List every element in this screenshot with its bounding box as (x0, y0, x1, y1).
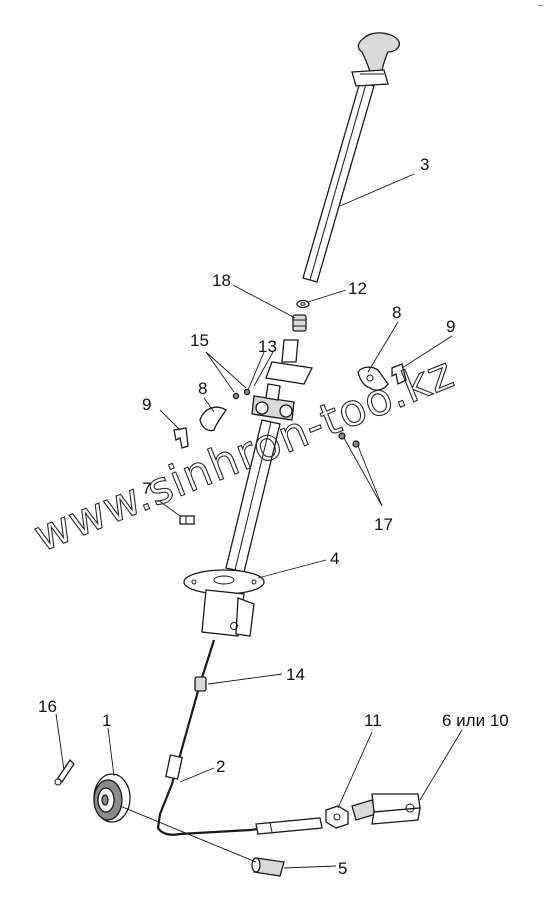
part-18-bushing (292, 314, 307, 332)
callout-7: 7 (142, 479, 151, 498)
corner-mark: ~ (538, 2, 544, 10)
callout-14: 14 (286, 665, 305, 684)
leader-lines (55, 173, 463, 869)
central-pivot-block (251, 383, 295, 421)
part-8-right-segment (357, 366, 389, 391)
part-1-pulley (93, 773, 257, 863)
callout-8-right: 8 (392, 303, 401, 322)
callout-8-left: 8 (198, 379, 207, 398)
part-9-left-clip (173, 427, 189, 449)
part-17-pins (338, 432, 360, 448)
part-8-left-segment (199, 406, 227, 432)
part-6-10-clevis (351, 793, 421, 825)
callout-12: 12 (348, 279, 367, 298)
callout-5: 5 (338, 859, 347, 878)
cable-adjuster-tube (255, 817, 323, 835)
callout-11: 11 (364, 711, 382, 730)
callout-15: 15 (190, 331, 209, 350)
part-11-nut (325, 805, 349, 829)
callout-2: 2 (216, 757, 225, 776)
part-3-lever-handle (302, 32, 400, 283)
callout-13: 13 (258, 337, 277, 356)
part-15-pins (232, 388, 251, 400)
part-9-right-clip (391, 363, 407, 385)
callout-9-right: 9 (446, 317, 455, 336)
part-4-mounting-flange (183, 569, 265, 637)
callout-9-left: 9 (142, 395, 151, 414)
part-12-washer (296, 299, 310, 309)
upper-pivot-bracket (265, 339, 313, 385)
callout-3: 3 (420, 155, 429, 174)
part-2-cable (156, 639, 321, 836)
callout-4: 4 (330, 549, 339, 568)
callout-16: 16 (38, 697, 57, 716)
part-7-pin (179, 515, 195, 525)
part-5-end-fitting (251, 857, 285, 877)
part-16-cotter-pin (54, 758, 75, 786)
callout-18: 18 (212, 271, 231, 290)
callout-17: 17 (374, 515, 393, 534)
callout-labels: 3 18 12 13 15 8 9 8 9 7 17 4 14 16 1 11 … (38, 155, 509, 878)
callout-1: 1 (102, 711, 111, 730)
part-14-bushing (194, 676, 207, 692)
callout-6-or-10: 6 или 10 (442, 711, 509, 730)
